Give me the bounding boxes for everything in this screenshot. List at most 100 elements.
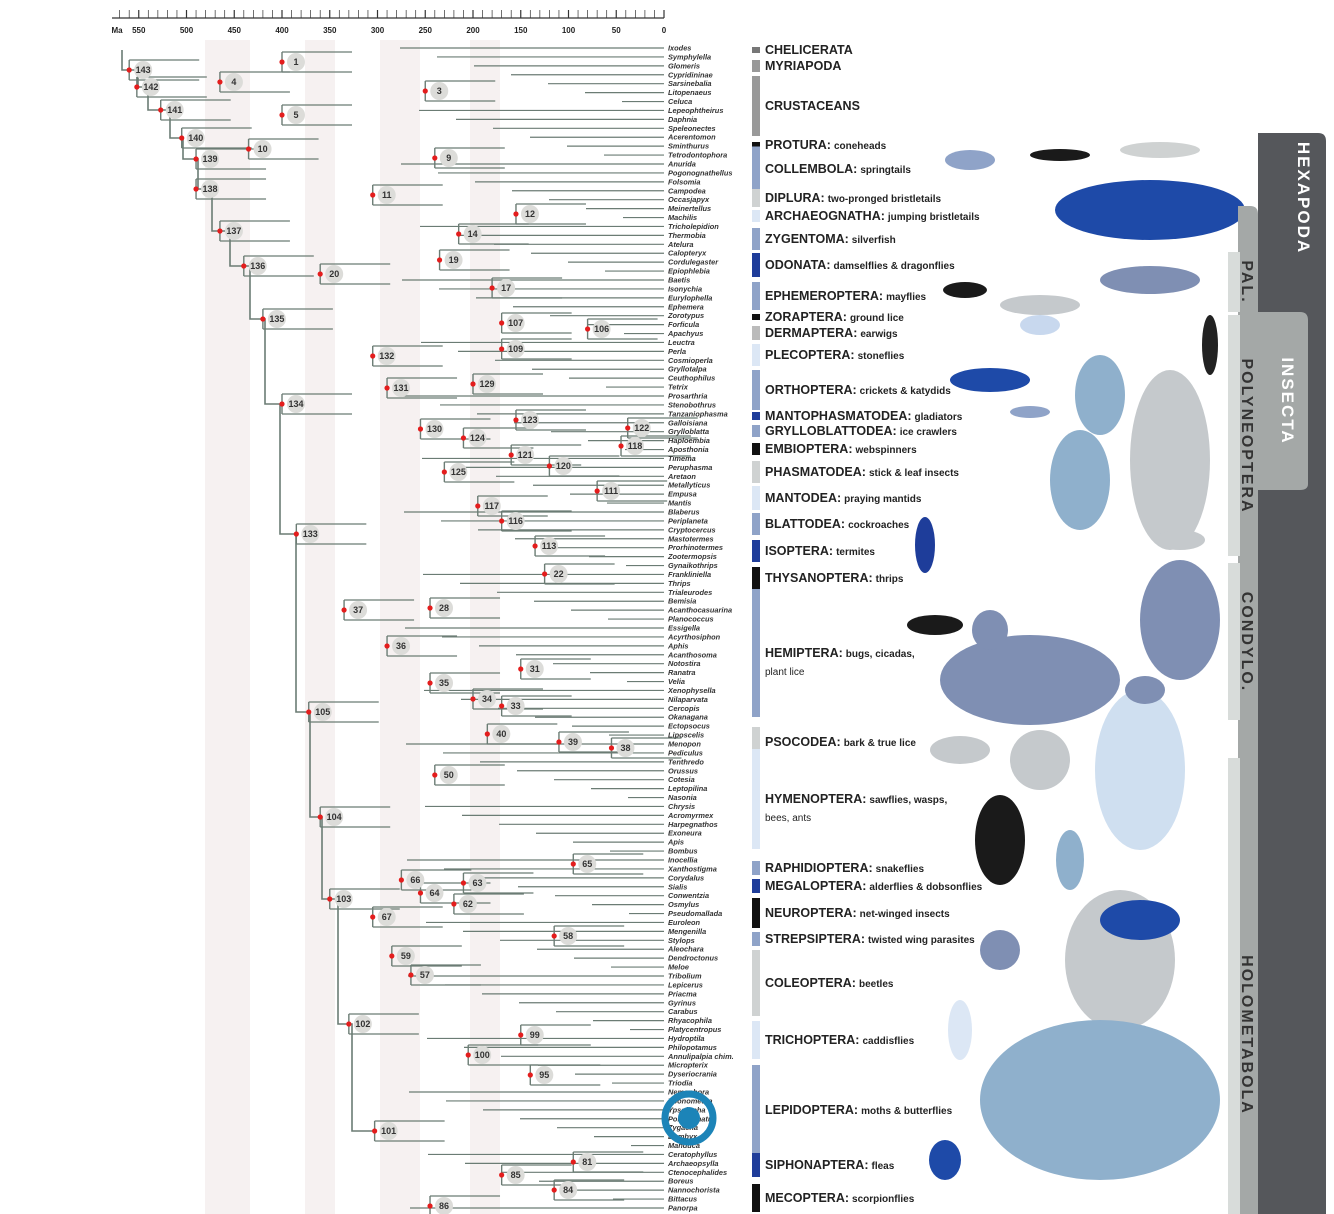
node-marker: 118 (618, 437, 645, 455)
svg-text:17: 17 (501, 283, 511, 293)
order-label: MANTODEA:praying mantids (752, 486, 922, 510)
node-marker: 122 (625, 419, 651, 437)
insect-silhouette (975, 795, 1025, 885)
taxon-label: Cypridininae (668, 70, 713, 79)
svg-text:LEPIDOPTERA:moths & butterflie: LEPIDOPTERA:moths & butterflies (765, 1103, 953, 1117)
order-label: MECOPTERA:scorpionflies (752, 1184, 915, 1212)
highlight-target[interactable] (661, 1090, 717, 1146)
taxon-label: Inocellia (668, 856, 698, 865)
axis-tick-label: 550 (132, 26, 146, 35)
insect-silhouette (945, 150, 995, 170)
insect-silhouette (972, 610, 1008, 650)
taxon-label: Philopotamus (668, 1043, 717, 1052)
svg-text:140: 140 (188, 133, 203, 143)
order-label: ARCHAEOGNATHA:jumping bristletails (752, 209, 980, 223)
taxon-label: Sialis (668, 882, 687, 891)
node-marker: 58 (551, 927, 578, 945)
node-marker: 34 (470, 690, 496, 708)
svg-text:20: 20 (329, 269, 339, 279)
svg-text:131: 131 (394, 383, 409, 393)
taxon-label: Rhyacophila (668, 1016, 712, 1025)
holometabola-label: HOLOMETABOLA (1238, 955, 1255, 1115)
svg-text:132: 132 (379, 351, 394, 361)
insect-silhouette (1020, 315, 1060, 335)
insect-silhouettes (907, 142, 1245, 1180)
svg-text:HEMIPTERA:bugs, cicadas,: HEMIPTERA:bugs, cicadas, (765, 646, 915, 660)
node-marker: 50 (432, 766, 458, 784)
taxon-label: Prosarthria (668, 392, 707, 401)
taxon-label: Acromyrmex (667, 811, 714, 820)
svg-text:STREPSIPTERA:twisted wing para: STREPSIPTERA:twisted wing parasites (765, 932, 975, 946)
svg-text:THYSANOPTERA:thrips: THYSANOPTERA:thrips (765, 571, 904, 585)
svg-text:37: 37 (353, 605, 363, 615)
taxon-label: Notostira (668, 659, 700, 668)
svg-text:50: 50 (444, 770, 454, 780)
node-marker: 40 (484, 725, 511, 743)
axis-tick-label: 100 (562, 26, 576, 35)
svg-text:GRYLLOBLATTODEA:ice crawlers: GRYLLOBLATTODEA:ice crawlers (765, 424, 957, 438)
taxon-label: Hydroptila (668, 1034, 705, 1043)
node-marker: 125 (441, 463, 468, 481)
node-marker: 5 (279, 106, 305, 124)
taxon-label: Epiophlebia (668, 267, 710, 276)
taxon-label: Trialeurodes (668, 588, 712, 597)
taxon-label: Symphylella (668, 52, 711, 61)
svg-text:58: 58 (563, 931, 573, 941)
taxon-label: Ceratophyllus (668, 1150, 717, 1159)
node-marker: 62 (451, 895, 477, 913)
svg-text:22: 22 (554, 569, 564, 579)
svg-text:62: 62 (463, 899, 473, 909)
svg-text:138: 138 (203, 184, 218, 194)
taxon-label: Meinertellus (668, 204, 711, 213)
taxon-label: Ceuthophilus (668, 374, 715, 383)
order-label: ORTHOPTERA:crickets & katydids (752, 370, 951, 410)
insecta-label: INSECTA (1278, 357, 1297, 444)
svg-text:EPHEMEROPTERA:mayflies: EPHEMEROPTERA:mayflies (765, 289, 927, 303)
svg-text:DIPLURA:two-pronged bristletai: DIPLURA:two-pronged bristletails (765, 191, 941, 205)
node-marker: 57 (408, 966, 434, 984)
taxon-label: Sminthurus (668, 142, 709, 151)
taxon-label: Daphnia (668, 115, 697, 124)
svg-text:PSOCODEA:bark & true lice: PSOCODEA:bark & true lice (765, 735, 916, 749)
taxon-label: Lepeophtheirus (668, 106, 723, 115)
node-marker: 36 (384, 637, 411, 655)
order-labels: CHELICERATAMYRIAPODACRUSTACEANSPROTURA:c… (752, 43, 983, 1212)
taxon-label: Essigella (668, 624, 700, 633)
node-marker: 135 (260, 310, 286, 328)
svg-text:11: 11 (382, 190, 392, 200)
taxon-label: Stenobothrus (668, 400, 716, 409)
node-marker: 1 (279, 53, 305, 71)
node-marker: 28 (427, 599, 454, 617)
taxon-label: Ixodes (668, 44, 691, 53)
node-marker: 111 (594, 482, 621, 500)
svg-text:HYMENOPTERA:sawflies, wasps,: HYMENOPTERA:sawflies, wasps, (765, 792, 947, 806)
node-markers: 1431421411401391381371361351341331051041… (126, 53, 651, 1214)
taxon-label: Haploembia (668, 436, 710, 445)
node-marker: 65 (570, 855, 597, 873)
order-label: STREPSIPTERA:twisted wing parasites (752, 932, 975, 946)
node-marker: 138 (193, 180, 220, 198)
svg-text:125: 125 (451, 467, 466, 477)
svg-text:CHELICERATA: CHELICERATA (765, 43, 853, 57)
taxon-label: Okanagana (668, 713, 708, 722)
order-label: MEGALOPTERA:alderflies & dobsonflies (752, 879, 983, 893)
order-label: PROTURA:coneheads (752, 138, 887, 152)
node-marker: 143 (126, 61, 153, 79)
taxon-label: Isonychia (668, 284, 702, 293)
svg-text:36: 36 (396, 641, 406, 651)
taxon-label: Zorotypus (667, 311, 704, 320)
node-marker: 106 (585, 320, 611, 338)
svg-text:105: 105 (315, 707, 330, 717)
svg-text:31: 31 (530, 664, 540, 674)
order-label: CHELICERATA (752, 43, 853, 57)
svg-text:12: 12 (525, 209, 535, 219)
axis-unit-label: Ma (111, 26, 123, 35)
svg-text:RAPHIDIOPTERA:snakeflies: RAPHIDIOPTERA:snakeflies (765, 861, 924, 875)
order-label: ZORAPTERA:ground lice (752, 310, 904, 324)
axis-tick-label: 250 (419, 26, 433, 35)
insect-silhouette (907, 615, 963, 635)
taxon-label: Yponomeuta (668, 1096, 712, 1105)
svg-text:ORTHOPTERA:crickets & katydids: ORTHOPTERA:crickets & katydids (765, 383, 951, 397)
taxon-label: Nasonia (668, 793, 697, 802)
svg-text:104: 104 (327, 812, 342, 822)
